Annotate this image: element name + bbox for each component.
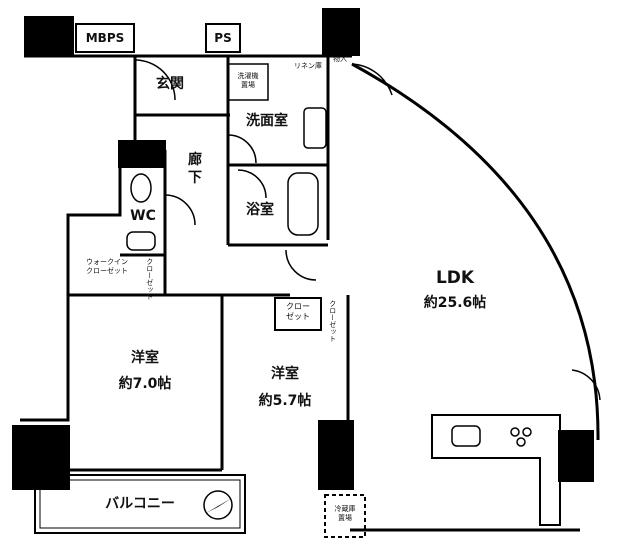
washer-label: 洗濯機 置場 [237, 72, 259, 89]
wall-block [118, 140, 166, 168]
kitchen-counter [431, 414, 561, 526]
shoe-cabinet-label: 物入 [333, 55, 347, 63]
bathroom-label: 浴室 [246, 202, 274, 218]
ldk-size: 約25.6帖 [423, 295, 487, 311]
fridge-label: 冷蔵庫 置場 [334, 505, 356, 522]
door-swing [134, 59, 176, 101]
column [318, 420, 354, 490]
sink-icon [451, 425, 481, 447]
stove-icon [510, 427, 532, 447]
mbps-label: MBPS [85, 31, 125, 45]
column [558, 430, 594, 482]
linen-label: リネン庫 [294, 62, 322, 70]
western2-name: 洋室 [271, 366, 299, 382]
door-swing [227, 134, 257, 164]
ldk-arc-wall [351, 62, 600, 441]
outer-wall [20, 54, 137, 422]
corridor-label: 廊 下 [188, 152, 202, 186]
washroom-label: 洗面室 [246, 113, 288, 129]
closet-vert-1: クローゼット [145, 258, 154, 300]
door-swing [285, 249, 317, 281]
ps-label: PS [214, 31, 232, 45]
fridge-box [324, 494, 366, 538]
wc-label: WC [130, 208, 156, 224]
wc-sink-icon [126, 231, 156, 251]
western1-name: 洋室 [131, 350, 159, 366]
door-swing [351, 63, 393, 96]
column [24, 16, 74, 56]
door-swing [571, 369, 601, 401]
balcony-inner [39, 479, 241, 529]
balcony-outline [34, 474, 246, 534]
entrance-label: 玄関 [156, 76, 184, 92]
bathtub-icon [287, 172, 319, 236]
wash-basin-icon [303, 107, 327, 149]
western2-size: 約5.7帖 [258, 393, 312, 409]
ldk-name: LDK [435, 268, 475, 288]
door-swing [237, 169, 267, 199]
toilet-icon [130, 173, 152, 203]
ps-box [205, 23, 241, 53]
door-swing [164, 194, 196, 226]
washer-box [227, 63, 269, 101]
mbps-box [75, 23, 135, 53]
western1-size: 約7.0帖 [118, 376, 172, 392]
column [12, 425, 70, 490]
closet-box-small [274, 297, 322, 331]
closet-small-label: クロー ゼット [286, 302, 310, 321]
walkin-label: ウォークイン クローゼット [86, 258, 128, 275]
closet-vert-2: クローゼット [328, 300, 337, 342]
balcony-label: バルコニー [105, 496, 175, 512]
compass-icon [203, 490, 233, 520]
column [322, 8, 360, 56]
